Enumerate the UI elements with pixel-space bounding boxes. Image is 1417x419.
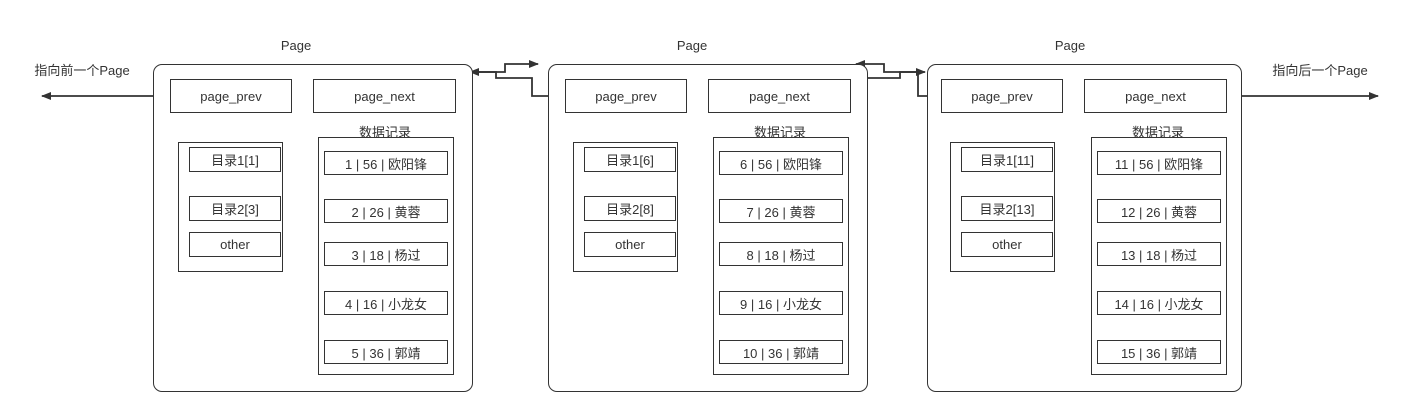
page-3-records-label: 数据记录 [1131, 125, 1185, 140]
arrow-p3prev-to-p2 [855, 60, 940, 97]
page-2-directory-item-1[interactable]: 目录1[6] [584, 147, 676, 172]
page-2-directory-item-2[interactable]: 目录2[8] [584, 196, 676, 221]
page-1-record-2[interactable]: 2 | 26 | 黄蓉 [324, 199, 448, 223]
arrow-p2prev-to-p1 [469, 68, 555, 97]
page-1-prev-pointer[interactable]: page_prev [170, 79, 292, 113]
page-3-record-4[interactable]: 14 | 16 | 小龙女 [1097, 291, 1221, 315]
page-title-3: Page [1054, 38, 1086, 53]
page-1-records-label: 数据记录 [358, 125, 412, 140]
page-1-directory-item-2[interactable]: 目录2[3] [189, 196, 281, 221]
label-next-page-arrow: 指向后一个Page [1272, 63, 1368, 78]
page-2-next-pointer[interactable]: page_next [708, 79, 851, 113]
page-3-record-3[interactable]: 13 | 18 | 杨过 [1097, 242, 1221, 266]
page-2-directory-item-other[interactable]: other [584, 232, 676, 257]
page-1-record-5[interactable]: 5 | 36 | 郭靖 [324, 340, 448, 364]
page-1-directory-item-other[interactable]: other [189, 232, 281, 257]
page-1-record-4[interactable]: 4 | 16 | 小龙女 [324, 291, 448, 315]
page-2-record-4[interactable]: 9 | 16 | 小龙女 [719, 291, 843, 315]
page-3-next-pointer[interactable]: page_next [1084, 79, 1227, 113]
page-1-record-3[interactable]: 3 | 18 | 杨过 [324, 242, 448, 266]
page-2-prev-pointer[interactable]: page_prev [565, 79, 687, 113]
page-1-directory-item-1[interactable]: 目录1[1] [189, 147, 281, 172]
page-3-prev-pointer[interactable]: page_prev [941, 79, 1063, 113]
page-3-directory-item-other[interactable]: other [961, 232, 1053, 257]
page-3-directory-item-2[interactable]: 目录2[13] [961, 196, 1053, 221]
page-2-records-label: 数据记录 [753, 125, 807, 140]
page-2-record-5[interactable]: 10 | 36 | 郭靖 [719, 340, 843, 364]
label-prev-page-arrow: 指向前一个Page [34, 63, 130, 78]
page-1-record-1[interactable]: 1 | 56 | 欧阳锋 [324, 151, 448, 175]
page-3-record-1[interactable]: 11 | 56 | 欧阳锋 [1097, 151, 1221, 175]
page-1-next-pointer[interactable]: page_next [313, 79, 456, 113]
page-title-2: Page [676, 38, 708, 53]
page-3-record-2[interactable]: 12 | 26 | 黄蓉 [1097, 199, 1221, 223]
page-title-1: Page [280, 38, 312, 53]
page-3-record-5[interactable]: 15 | 36 | 郭靖 [1097, 340, 1221, 364]
page-3-directory-item-1[interactable]: 目录1[11] [961, 147, 1053, 172]
page-2-record-3[interactable]: 8 | 18 | 杨过 [719, 242, 843, 266]
page-2-record-1[interactable]: 6 | 56 | 欧阳锋 [719, 151, 843, 175]
page-2-record-2[interactable]: 7 | 26 | 黄蓉 [719, 199, 843, 223]
